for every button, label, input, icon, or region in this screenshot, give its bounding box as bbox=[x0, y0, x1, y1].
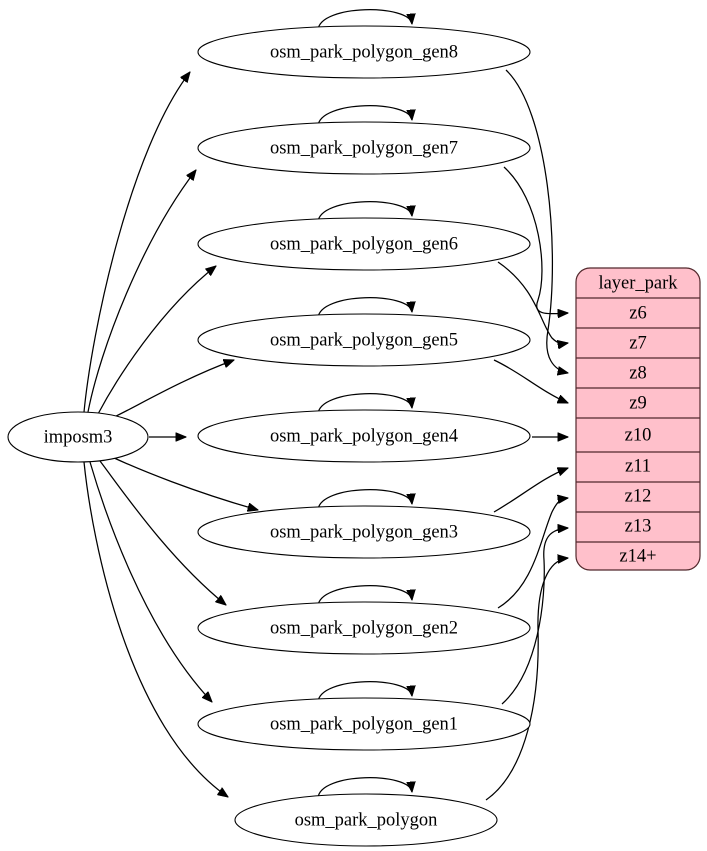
gen5-label: osm_park_polygon_gen5 bbox=[270, 330, 458, 350]
self-loop-gen8 bbox=[317, 9, 412, 31]
node-gen8[interactable]: osm_park_polygon_gen8 bbox=[197, 25, 531, 79]
node-gen4[interactable]: osm_park_polygon_gen4 bbox=[197, 409, 531, 463]
gen1-ellipse[interactable] bbox=[197, 697, 531, 751]
layer-park-row-z11[interactable]: z11 bbox=[625, 456, 651, 476]
node-gen3[interactable]: osm_park_polygon_gen3 bbox=[197, 505, 531, 559]
edge-gen2-to-z12 bbox=[497, 498, 568, 609]
node-gen5[interactable]: osm_park_polygon_gen5 bbox=[197, 313, 531, 367]
layer-park-row-z6[interactable]: z6 bbox=[629, 303, 646, 323]
self-loops bbox=[317, 9, 412, 799]
layer-park-body[interactable] bbox=[575, 267, 701, 571]
layer-park-row-z14[interactable]: z14+ bbox=[619, 546, 656, 566]
gen2-label: osm_park_polygon_gen2 bbox=[270, 618, 458, 638]
node-gen1[interactable]: osm_park_polygon_gen1 bbox=[197, 697, 531, 751]
base-label: osm_park_polygon bbox=[295, 810, 438, 830]
self-loop-gen2 bbox=[317, 585, 412, 607]
gen8-label: osm_park_polygon_gen8 bbox=[270, 42, 458, 62]
edge-imposm3-to-gen6 bbox=[97, 266, 216, 415]
gen4-label: osm_park_polygon_gen4 bbox=[270, 426, 458, 446]
edge-imposm3-to-gen1 bbox=[89, 461, 212, 702]
edge-gen3-to-z11 bbox=[493, 468, 568, 513]
self-loop-gen3 bbox=[317, 489, 412, 511]
node-layer-park[interactable]: layer_park z6 z7 z8 z9 z10 z11 z12 z13 z… bbox=[575, 267, 701, 571]
gen6-ellipse[interactable] bbox=[197, 217, 531, 271]
self-loop-gen4 bbox=[317, 393, 412, 415]
imposm3-ellipse[interactable] bbox=[7, 411, 149, 463]
gen4-ellipse[interactable] bbox=[197, 409, 531, 463]
edge-base-to-z14 bbox=[485, 558, 568, 801]
base-ellipse[interactable] bbox=[234, 793, 498, 847]
gen7-ellipse[interactable] bbox=[197, 121, 531, 175]
edge-gen6-to-z7 bbox=[497, 261, 568, 343]
edge-imposm3-to-gen2 bbox=[99, 460, 226, 605]
gen3-label: osm_park_polygon_gen3 bbox=[270, 522, 458, 542]
gen8-ellipse[interactable] bbox=[197, 25, 531, 79]
edge-imposm3-to-base bbox=[83, 461, 228, 797]
self-loop-gen6 bbox=[317, 201, 412, 223]
edge-imposm3-to-gen5 bbox=[111, 360, 234, 419]
self-loop-gen5 bbox=[317, 297, 412, 319]
node-gen7[interactable]: osm_park_polygon_gen7 bbox=[197, 121, 531, 175]
gen5-ellipse[interactable] bbox=[197, 313, 531, 367]
gen7-label: osm_park_polygon_gen7 bbox=[270, 138, 458, 158]
self-loop-base bbox=[317, 777, 412, 799]
edge-imposm3-to-gen7 bbox=[87, 170, 196, 413]
layer-park-row-z13[interactable]: z13 bbox=[625, 516, 652, 536]
node-base[interactable]: osm_park_polygon bbox=[234, 793, 498, 847]
node-gen6[interactable]: osm_park_polygon_gen6 bbox=[197, 217, 531, 271]
edge-gen1-to-z13 bbox=[501, 528, 568, 705]
gen1-label: osm_park_polygon_gen1 bbox=[270, 714, 458, 734]
layer-park-row-z9[interactable]: z9 bbox=[629, 393, 646, 413]
imposm3-label: imposm3 bbox=[44, 427, 113, 447]
gen3-ellipse[interactable] bbox=[197, 505, 531, 559]
self-loop-gen1 bbox=[317, 681, 412, 703]
edge-imposm3-to-gen8 bbox=[83, 72, 190, 413]
edges-from-imposm3 bbox=[83, 72, 258, 797]
gen2-ellipse[interactable] bbox=[197, 601, 531, 655]
layer-park-header-label: layer_park bbox=[598, 273, 678, 293]
edge-imposm3-to-gen3 bbox=[111, 456, 258, 510]
edge-gen5-to-z9 bbox=[493, 359, 568, 404]
layer-park-row-z7[interactable]: z7 bbox=[629, 333, 646, 353]
node-imposm3[interactable]: imposm3 bbox=[7, 411, 149, 463]
layer-park-row-z10[interactable]: z10 bbox=[625, 425, 652, 445]
edge-gen8-to-z8 bbox=[505, 69, 568, 373]
node-gen2[interactable]: osm_park_polygon_gen2 bbox=[197, 601, 531, 655]
gen6-label: osm_park_polygon_gen6 bbox=[270, 234, 458, 254]
edge-gen7-to-z6 bbox=[503, 166, 568, 314]
layer-park-row-z8[interactable]: z8 bbox=[629, 363, 646, 383]
layer-park-row-z12[interactable]: z12 bbox=[625, 486, 652, 506]
self-loop-gen7 bbox=[317, 105, 412, 127]
edges-to-layer-park bbox=[485, 69, 568, 801]
